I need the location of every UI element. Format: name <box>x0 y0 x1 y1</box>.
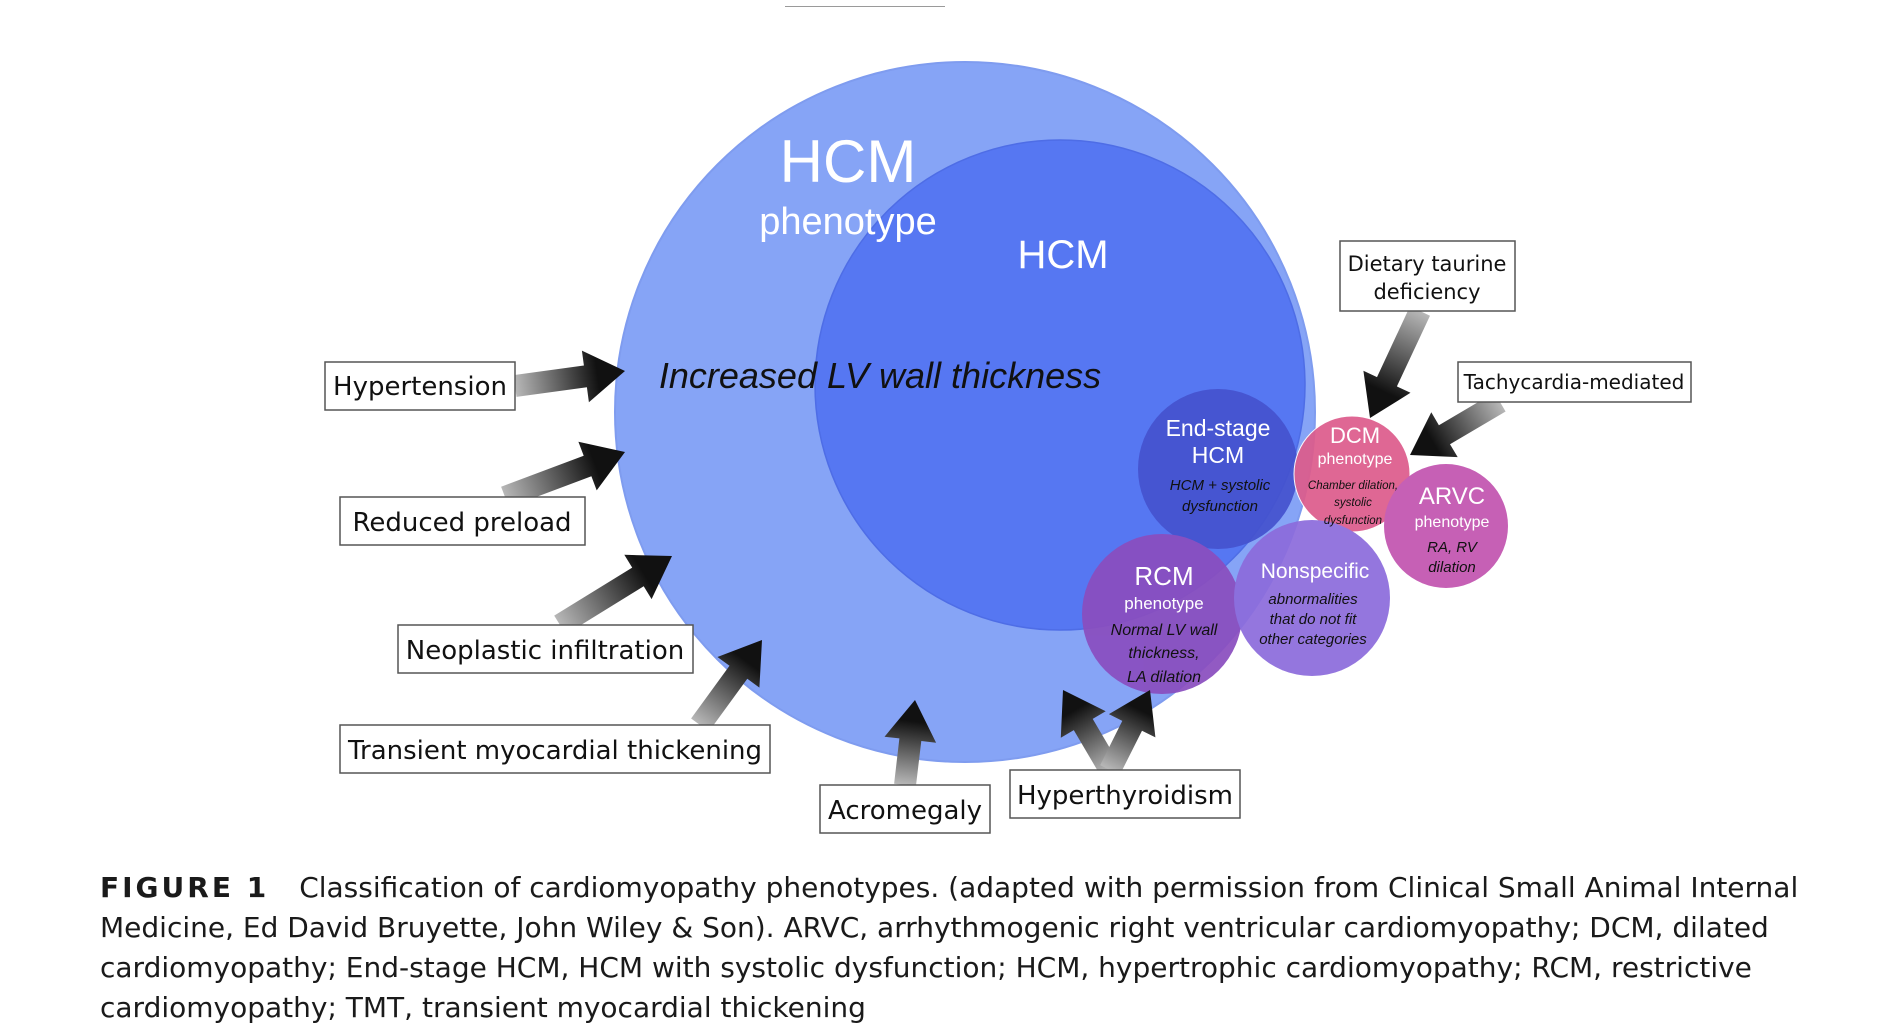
box-neoplastic-infiltration: Neoplastic infiltration <box>397 624 694 674</box>
dcm-title: DCM <box>1330 423 1380 448</box>
arrow-taurine <box>1363 306 1430 418</box>
hcm-inner-label: HCM <box>1017 233 1108 277</box>
box-neoplastic-label: Neoplastic infiltration <box>406 636 684 666</box>
box-dietary-taurine: Dietary taurine deficiency <box>1339 240 1516 312</box>
box-reduced-preload-label: Reduced preload <box>352 508 571 538</box>
rcm-title: RCM <box>1134 561 1193 591</box>
dcm-subtitle: phenotype <box>1318 451 1393 468</box>
arvc-desc-1: RA, RV <box>1427 539 1479 556</box>
nonspecific-title: Nonspecific <box>1261 560 1370 583</box>
end-stage-desc-2: dysfunction <box>1182 498 1258 515</box>
journal-header-mark <box>785 0 945 7</box>
increased-lv-label: Increased LV wall thickness <box>659 355 1101 396</box>
dcm-desc-3: dysfunction <box>1324 515 1382 527</box>
rcm-desc-2: thickness, <box>1128 645 1199 662</box>
dcm-desc-2: systolic <box>1334 497 1372 509</box>
end-stage-title-1: End-stage <box>1166 415 1271 441</box>
end-stage-desc-1: HCM + systolic <box>1170 477 1271 494</box>
hcm-phenotype-subtitle: phenotype <box>759 201 937 243</box>
nonspecific-desc-2: that do not fit <box>1270 611 1358 628</box>
arrow-hyperthyroidism-left <box>1060 690 1120 776</box>
arvc-desc-2: dilation <box>1428 559 1476 576</box>
box-hypertension-label: Hypertension <box>333 372 507 402</box>
dcm-desc-1: Chamber dilation, <box>1308 480 1398 492</box>
cardiomyopathy-diagram: HCM phenotype HCM Increased LV wall thic… <box>324 61 1692 834</box>
rcm-phenotype-circle <box>1082 534 1242 694</box>
arrow-hyperthyroidism-right <box>1100 690 1156 775</box>
box-hyperthyroidism: Hyperthyroidism <box>1009 769 1241 819</box>
box-tachycardia-label: Tachycardia-mediated <box>1463 370 1685 394</box>
box-acromegaly: Acromegaly <box>819 784 991 834</box>
arrow-hypertension <box>513 350 625 403</box>
arvc-phenotype-circle <box>1384 464 1508 588</box>
arvc-subtitle: phenotype <box>1415 514 1490 531</box>
box-taurine-line-2: deficiency <box>1373 280 1480 304</box>
rcm-desc-1: Normal LV wall <box>1111 622 1218 639</box>
arrow-acromegaly <box>884 700 937 787</box>
box-tachycardia-mediated: Tachycardia-mediated <box>1457 361 1692 403</box>
end-stage-title-2: HCM <box>1192 442 1244 468</box>
arrow-reduced-preload <box>501 441 625 508</box>
hcm-phenotype-title: HCM <box>780 128 917 195</box>
box-taurine-line-1: Dietary taurine <box>1348 252 1507 276</box>
nonspecific-desc-1: abnormalities <box>1268 591 1358 608</box>
arrow-transient <box>691 640 762 732</box>
box-reduced-preload: Reduced preload <box>339 496 586 546</box>
box-transient-myocardial-thickening: Transient myocardial thickening <box>339 724 771 774</box>
box-hyperthyroidism-label: Hyperthyroidism <box>1017 781 1233 811</box>
figure-label: FIGURE 1 <box>100 871 270 904</box>
cause-arrows <box>501 306 1506 787</box>
rcm-subtitle: phenotype <box>1124 594 1203 613</box>
box-hypertension: Hypertension <box>324 361 516 411</box>
end-stage-hcm-circle <box>1138 389 1298 549</box>
box-acromegaly-label: Acromegaly <box>828 796 982 826</box>
arrow-tachycardia <box>1410 392 1506 458</box>
arrow-neoplastic <box>554 554 672 635</box>
rcm-desc-3: LA dilation <box>1127 669 1201 686</box>
nonspecific-desc-3: other categories <box>1259 631 1367 648</box>
nonspecific-circle <box>1234 520 1390 676</box>
box-transient-label: Transient myocardial thickening <box>347 736 762 766</box>
arvc-title: ARVC <box>1419 483 1485 510</box>
caption-text: Classification of cardiomyopathy phenoty… <box>100 871 1799 1024</box>
